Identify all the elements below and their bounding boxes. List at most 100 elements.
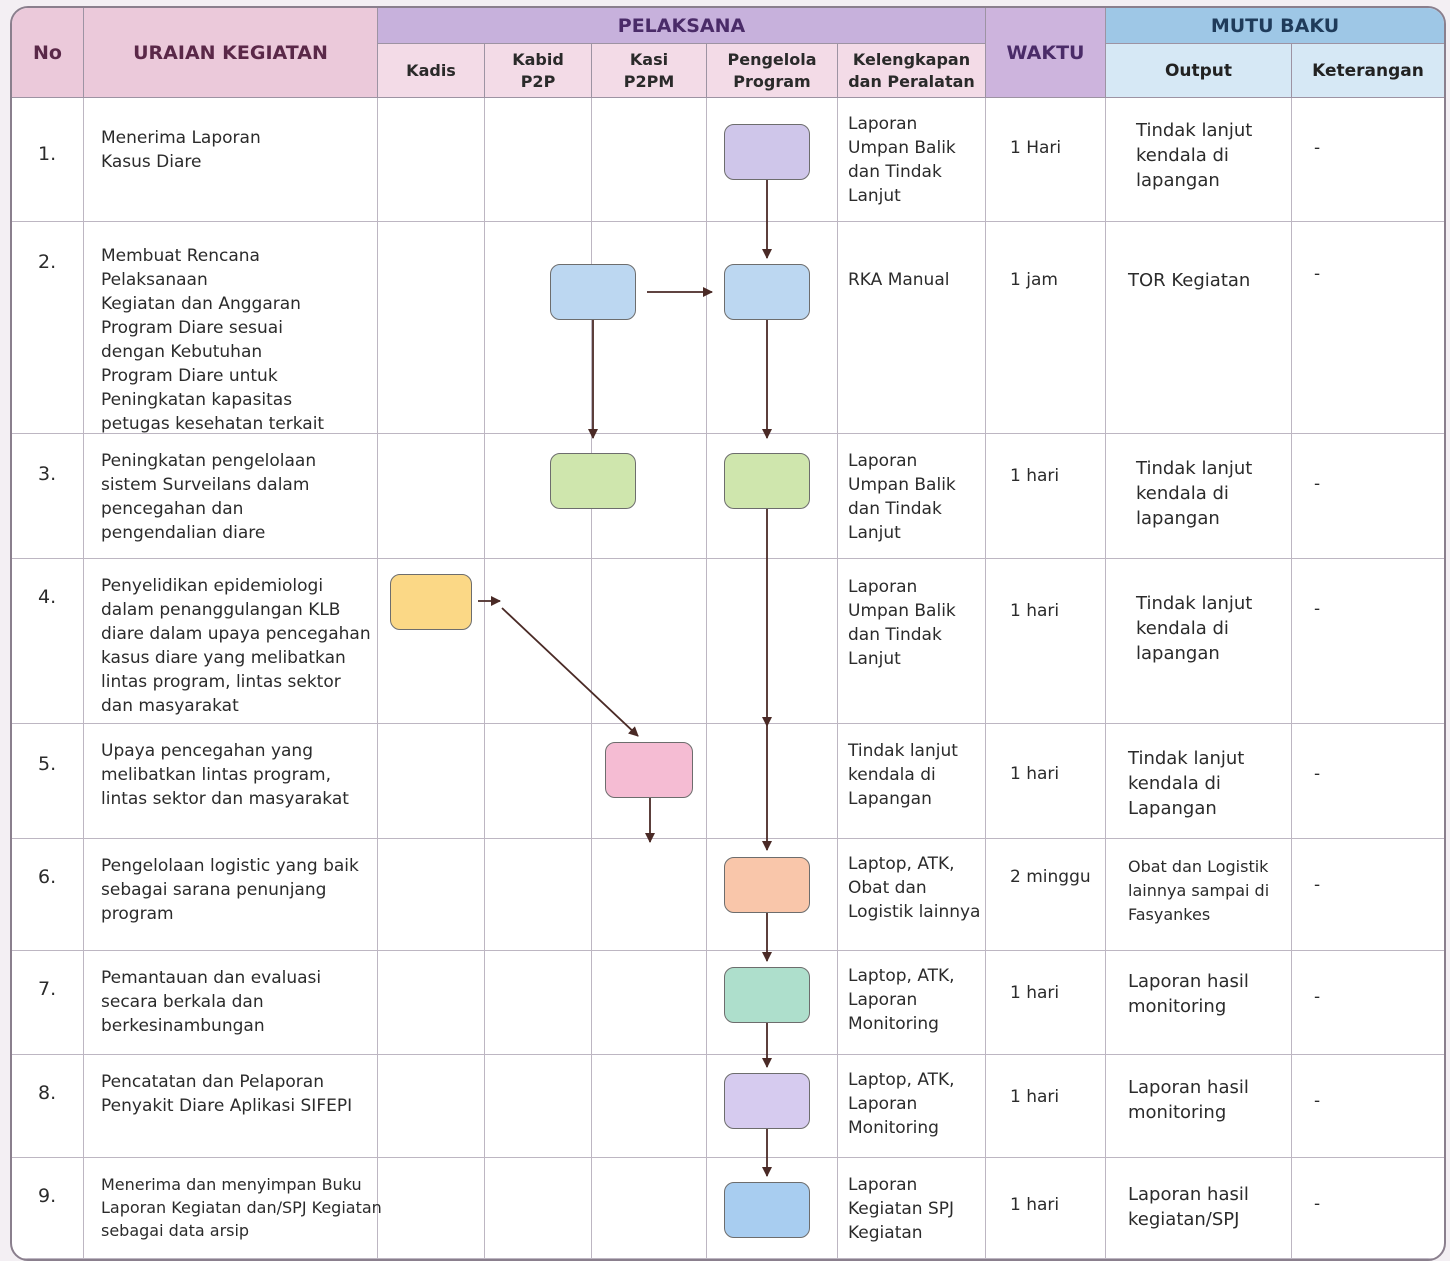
text-line: program	[101, 904, 174, 924]
row-number: 9.	[12, 1158, 84, 1259]
text-line: Tindak lanjut	[848, 741, 958, 761]
text-line: Obat dan Logistik	[1128, 857, 1269, 876]
text-line: lintas sektor dan masyarakat	[101, 789, 349, 809]
process-box-5	[605, 742, 693, 798]
lane-kabid	[485, 1055, 592, 1158]
text-line: Menerima dan menyimpan Buku	[101, 1175, 362, 1194]
text-line: diare dalam upaya pencegahan	[101, 624, 371, 644]
output-value: TOR Kegiatan	[1106, 222, 1292, 434]
lane-kasi	[592, 951, 707, 1055]
text-line: kendala di	[848, 765, 936, 785]
row-number: 6.	[12, 839, 84, 951]
text-line: monitoring	[1128, 996, 1227, 1017]
sop-flowchart-table: No URAIAN KEGIATAN PELAKSANA WAKTU MUTU …	[10, 6, 1446, 1261]
lane-kadis	[378, 434, 485, 559]
keterangan-text: -	[1314, 599, 1321, 619]
text-line: petugas kesehatan terkait	[101, 414, 325, 434]
header-no-text: No	[33, 41, 62, 64]
uraian-kegiatan: Penyelidikan epidemiologi dalam penanggul…	[84, 559, 378, 724]
text-line: Program Diare sesuai	[101, 318, 283, 338]
lane-pengelola	[707, 222, 838, 434]
text-line: Pelaksanaan	[101, 270, 208, 290]
text-line: Laptop, ATK,	[848, 1070, 955, 1090]
text-line: Tindak lanjut	[1136, 593, 1253, 614]
lane-pengelola	[707, 1055, 838, 1158]
lane-pengelola	[707, 98, 838, 222]
keterangan-value: -	[1292, 1055, 1444, 1158]
lane-pengelola	[707, 559, 838, 724]
text-line: lainnya sampai di	[1128, 881, 1270, 900]
row-number-text: 4.	[38, 586, 57, 608]
keterangan-value: -	[1292, 1158, 1444, 1259]
header-mutu-baku: MUTU BAKU	[1106, 8, 1444, 44]
text-line: Laporan hasil	[1128, 1077, 1249, 1098]
header-pelaksana-text: PELAKSANA	[617, 14, 746, 37]
waktu-text: 1 hari	[1010, 983, 1060, 1003]
waktu-value: 1 hari	[986, 951, 1106, 1055]
text-line: Pencatatan dan Pelaporan	[101, 1072, 324, 1092]
text-line: Laporan	[848, 1094, 918, 1114]
text-line: Laporan	[848, 451, 918, 471]
row-number: 3.	[12, 434, 84, 559]
text-line: dalam penanggulangan KLB	[101, 600, 341, 620]
process-box-1	[724, 124, 810, 180]
keterangan-value: -	[1292, 434, 1444, 559]
text-line: Lanjut	[848, 186, 901, 206]
text-line: Program Diare untuk	[101, 366, 278, 386]
keterangan-text: -	[1314, 1091, 1321, 1111]
text-line: Penyakit Diare Aplikasi SIFEPI	[101, 1096, 353, 1116]
row-number-text: 6.	[38, 866, 57, 888]
text-line: dan Tindak	[848, 625, 942, 645]
text-line: Umpan Balik	[848, 138, 956, 158]
kelengkapan-peralatan: RKA Manual	[838, 222, 986, 434]
text-line: Obat dan	[848, 878, 927, 898]
text-line: Kegiatan	[848, 1223, 923, 1243]
waktu-text: 1 Hari	[1010, 138, 1062, 158]
text-line: kegiatan/SPJ	[1128, 1209, 1240, 1230]
lane-kabid	[485, 724, 592, 839]
header-waktu: WAKTU	[986, 8, 1106, 98]
waktu-value: 1 hari	[986, 724, 1106, 839]
text-line: pencegahan dan	[101, 499, 244, 519]
text-line: Peningkatan kapasitas	[101, 390, 293, 410]
header-mutu-baku-text: MUTU BAKU	[1210, 14, 1340, 37]
process-box-7	[724, 967, 810, 1023]
text-line: dan masyarakat	[101, 696, 239, 716]
lane-kabid	[485, 951, 592, 1055]
text-line: Umpan Balik	[848, 601, 956, 621]
lane-kadis	[378, 951, 485, 1055]
text-line: Kasus Diare	[101, 152, 202, 172]
text-line: pengendalian diare	[101, 523, 266, 543]
text-line: kasus diare yang melibatkan	[101, 648, 346, 668]
text-line: Penyelidikan epidemiologi	[101, 576, 324, 596]
text-line: secara berkala dan	[101, 992, 264, 1012]
text-line: dengan Kebutuhan	[101, 342, 263, 362]
header-kelengkapan-line2: dan Peralatan	[848, 71, 975, 91]
waktu-text: 1 hari	[1010, 1087, 1060, 1107]
text-line: Peningkatan pengelolaan	[101, 451, 317, 471]
text-line: Laporan	[848, 990, 918, 1010]
output-value: Laporan hasil monitoring	[1106, 951, 1292, 1055]
text-line: Logistik lainnya	[848, 902, 981, 922]
text-line: Laporan hasil	[1128, 971, 1249, 992]
lane-kabid	[485, 1158, 592, 1259]
lane-kasi	[592, 222, 707, 434]
text-line: melibatkan lintas program,	[101, 765, 332, 785]
text-line: dan Tindak	[848, 162, 942, 182]
text-line: Pengelolaan logistic yang baik	[101, 856, 359, 876]
text-line: Fasyankes	[1128, 905, 1211, 924]
text-line: Tindak lanjut	[1136, 120, 1253, 141]
